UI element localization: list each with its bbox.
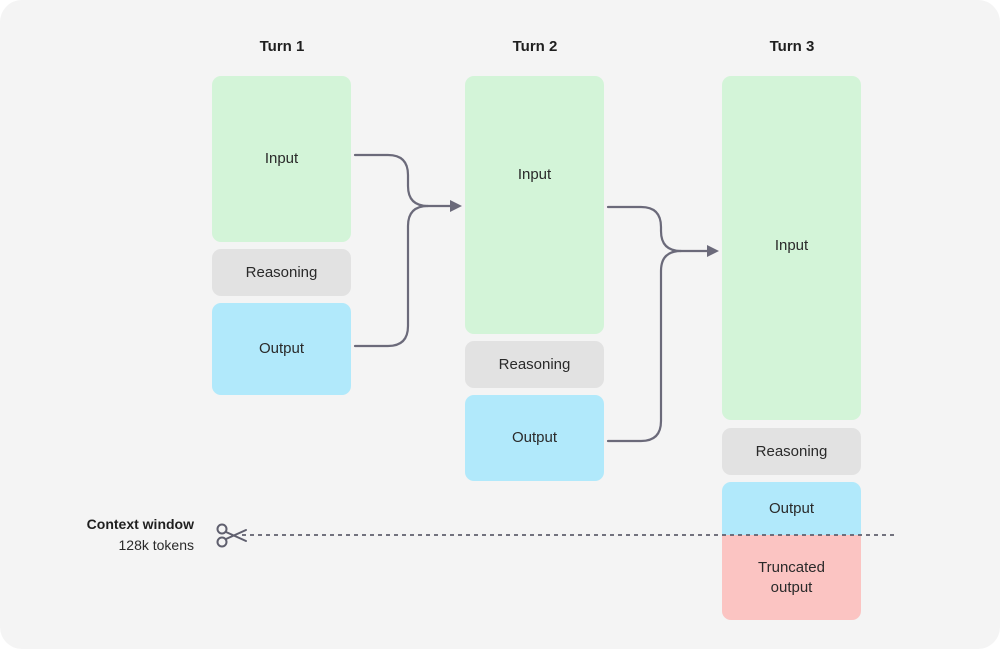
connector-turn2-output bbox=[606, 249, 683, 443]
turn-3-reasoning-block: Reasoning bbox=[722, 428, 861, 475]
turn-2-input-label: Input bbox=[517, 166, 552, 183]
turn-3-output-label: Output bbox=[768, 499, 815, 517]
scissors-icon bbox=[216, 523, 247, 548]
turn-1-output-block: Output bbox=[212, 303, 351, 395]
turn-3-input-label: Input bbox=[774, 237, 809, 254]
context-window-tokens: 128k tokens bbox=[118, 537, 195, 553]
turn-3-truncated-label: Truncated output bbox=[758, 558, 825, 596]
turn-1-reasoning-label: Reasoning bbox=[245, 263, 318, 281]
turn-1-title: Turn 1 bbox=[259, 38, 305, 55]
turn-1-input-block: Input bbox=[212, 76, 351, 242]
turn-1-reasoning-block: Reasoning bbox=[212, 249, 351, 296]
connector-turn1-output bbox=[353, 204, 430, 348]
turn-1-output-label: Output bbox=[258, 340, 305, 357]
turn-3-output-block: Output bbox=[722, 482, 861, 535]
arrowhead-to-turn-2 bbox=[450, 200, 462, 212]
turn-2-title: Turn 2 bbox=[512, 38, 558, 55]
turn-1-input-label: Input bbox=[264, 150, 299, 167]
context-window-title: Context window bbox=[86, 516, 194, 532]
arrowhead-to-turn-3 bbox=[707, 245, 719, 257]
turn-3-truncated-output-block: Truncated output bbox=[722, 535, 861, 620]
turn-3-reasoning-label: Reasoning bbox=[755, 442, 828, 460]
connector-turn2-input bbox=[606, 205, 710, 253]
connector-turn1-input bbox=[353, 153, 454, 208]
turn-2-reasoning-label: Reasoning bbox=[498, 355, 571, 373]
turn-3-title: Turn 3 bbox=[769, 38, 815, 55]
turn-2-output-label: Output bbox=[511, 429, 558, 446]
turn-3-input-block: Input bbox=[722, 76, 861, 420]
turn-2-output-block: Output bbox=[465, 395, 604, 481]
turn-2-reasoning-block: Reasoning bbox=[465, 341, 604, 388]
turn-2-input-block: Input bbox=[465, 76, 604, 334]
